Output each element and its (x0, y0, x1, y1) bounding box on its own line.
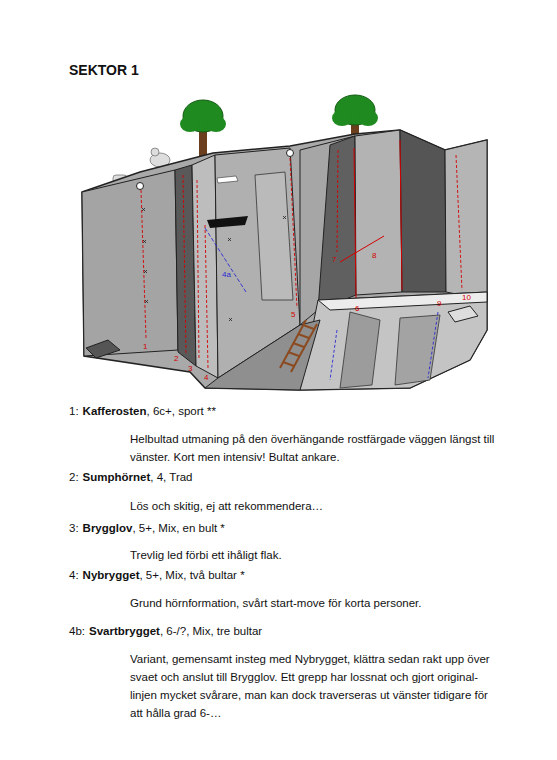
route-grade: , 6c+, sport ** (147, 405, 216, 417)
callout-number: 8 (372, 251, 376, 260)
callout-number: 10 (462, 293, 471, 302)
route-number: 3: (69, 522, 79, 534)
route-description: Grund hörnformation, svårt start-move fö… (130, 594, 502, 612)
route-heading: 3: Brygglov, 5+, Mix, en bult * (69, 521, 225, 535)
route-number: 4b: (69, 625, 85, 637)
route-grade: , 6-/?, Mix, tre bultar (160, 625, 262, 637)
route-name: Nybrygget (83, 569, 140, 581)
route-name: Sumphörnet (83, 471, 151, 483)
callout-number: 5 (291, 310, 295, 319)
route-heading: 4: Nybrygget, 5+, Mix, två bultar * (69, 568, 245, 582)
route-name: Kafferosten (83, 405, 147, 417)
page-title: SEKTOR 1 (69, 62, 139, 78)
route-number: 4: (69, 569, 79, 581)
callout-number: 6 (355, 304, 359, 313)
route-grade: , 4, Trad (150, 471, 192, 483)
route-name: Brygglov (83, 522, 133, 534)
route-number: 1: (69, 405, 79, 417)
callout-number: 4 (204, 373, 208, 382)
route-name: Svartbrygget (89, 625, 160, 637)
callout-number: 1 (143, 342, 147, 351)
callout-number: 7 (332, 255, 336, 264)
route-heading: 2: Sumphörnet, 4, Trad (69, 470, 193, 484)
route-heading: 4b: Svartbrygget, 6-/?, Mix, tre bultar (69, 624, 262, 638)
route-heading: 1: Kafferosten, 6c+, sport ** (69, 404, 216, 418)
route-number: 2: (69, 471, 79, 483)
route-description: Lös och skitig, ej att rekommendera… (130, 497, 502, 515)
route-description: Helbultad utmaning på den överhängande r… (130, 430, 502, 466)
callout-number: 3 (188, 364, 192, 373)
route-grade: , 5+, Mix, en bult * (132, 522, 224, 534)
callout-number: 4a (222, 270, 231, 279)
route-description: Trevlig led förbi ett ihåligt flak. (130, 546, 502, 564)
route-description: Variant, gemensamt insteg med Nybrygget,… (130, 650, 502, 722)
route-grade: , 5+, Mix, två bultar * (139, 569, 244, 581)
callout-number: 9 (437, 299, 441, 308)
callout-number: 2 (174, 354, 178, 363)
